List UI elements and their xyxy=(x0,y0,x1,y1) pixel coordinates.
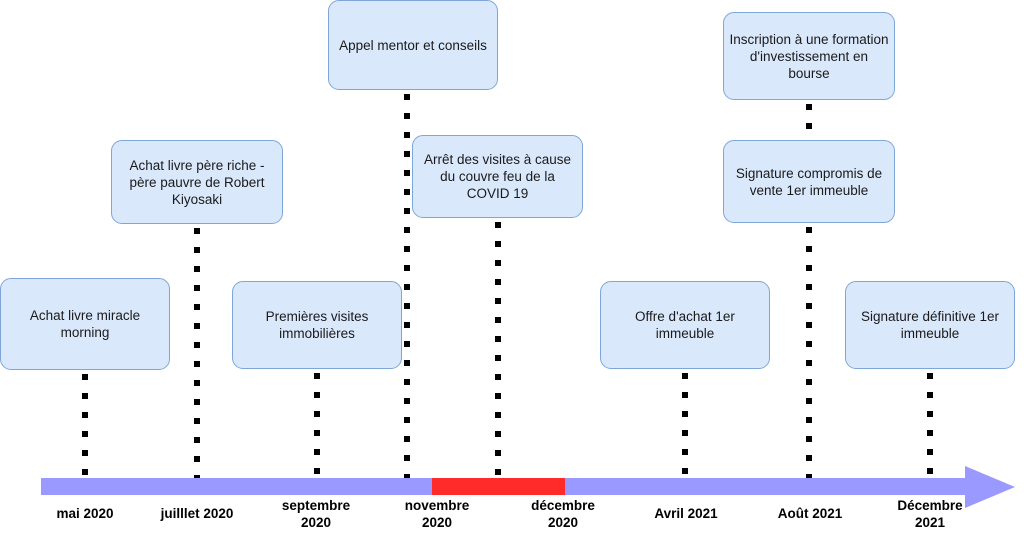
event-box-premieres-visites-immobilieres[interactable]: Premières visites immobilières xyxy=(232,281,402,369)
event-box-signature-definitive-1er-immeuble[interactable]: Signature définitive 1er immeuble xyxy=(845,281,1015,369)
event-box-signature-compromis-vente[interactable]: Signature compromis de vente 1er immeubl… xyxy=(723,140,895,223)
event-box-arret-des-visites-covid[interactable]: Arrêt des visites à cause du couvre feu … xyxy=(412,135,583,218)
connector-appel-mentor-et-conseils xyxy=(404,94,410,478)
axis-label-septembre-2020: septembre 2020 xyxy=(281,498,351,530)
event-box-offre-achat-1er-immeuble[interactable]: Offre d'achat 1er immeuble xyxy=(600,281,770,369)
event-box-appel-mentor-et-conseils[interactable]: Appel mentor et conseils xyxy=(328,0,498,90)
axis-label-decembre-2021: Décembre 2021 xyxy=(897,498,963,530)
axis-label-aout-2021: Août 2021 xyxy=(777,506,843,521)
event-label: Signature compromis de vente 1er immeubl… xyxy=(735,165,883,198)
connector-offre-achat-1er-immeuble xyxy=(682,373,688,478)
axis-label-mai-2020: mai 2020 xyxy=(56,506,114,521)
axis-label-avril-2021: Avril 2021 xyxy=(654,506,718,521)
event-label: Achat livre miracle morning xyxy=(29,308,141,340)
timeline-highlight-covid-period xyxy=(432,478,565,495)
axis-label-juillet-2020: juilllet 2020 xyxy=(160,506,234,521)
axis-label-decembre-2020: décembre 2020 xyxy=(531,498,595,530)
event-label: Inscription à une formation d'investisse… xyxy=(729,31,889,81)
connector-premieres-visites-immobilieres xyxy=(314,373,320,478)
timeline-arrow-head xyxy=(965,466,1015,508)
connector-inscription-formation-bourse xyxy=(806,104,812,138)
connector-achat-livre-pere-riche xyxy=(194,228,200,478)
event-label: Arrêt des visites à cause du couvre feu … xyxy=(423,152,572,201)
connector-achat-livre-miracle-morning xyxy=(82,374,88,478)
connector-signature-definitive-1er-immeuble xyxy=(927,373,933,478)
event-box-achat-livre-miracle-morning[interactable]: Achat livre miracle morning xyxy=(0,278,170,370)
event-label: Offre d'achat 1er immeuble xyxy=(635,309,735,341)
axis-label-novembre-2020: novembre 2020 xyxy=(404,498,470,530)
event-box-inscription-formation-bourse[interactable]: Inscription à une formation d'investisse… xyxy=(723,12,895,100)
event-label: Signature définitive 1er immeuble xyxy=(860,309,1000,341)
event-label: Achat livre père riche - père pauvre de … xyxy=(129,157,265,207)
event-label: Appel mentor et conseils xyxy=(339,37,487,53)
event-label: Premières visites immobilières xyxy=(265,309,369,341)
connector-signature-compromis-vente xyxy=(806,227,812,478)
event-box-achat-livre-pere-riche[interactable]: Achat livre père riche - père pauvre de … xyxy=(111,140,283,224)
connector-arret-des-visites-covid xyxy=(495,222,501,478)
